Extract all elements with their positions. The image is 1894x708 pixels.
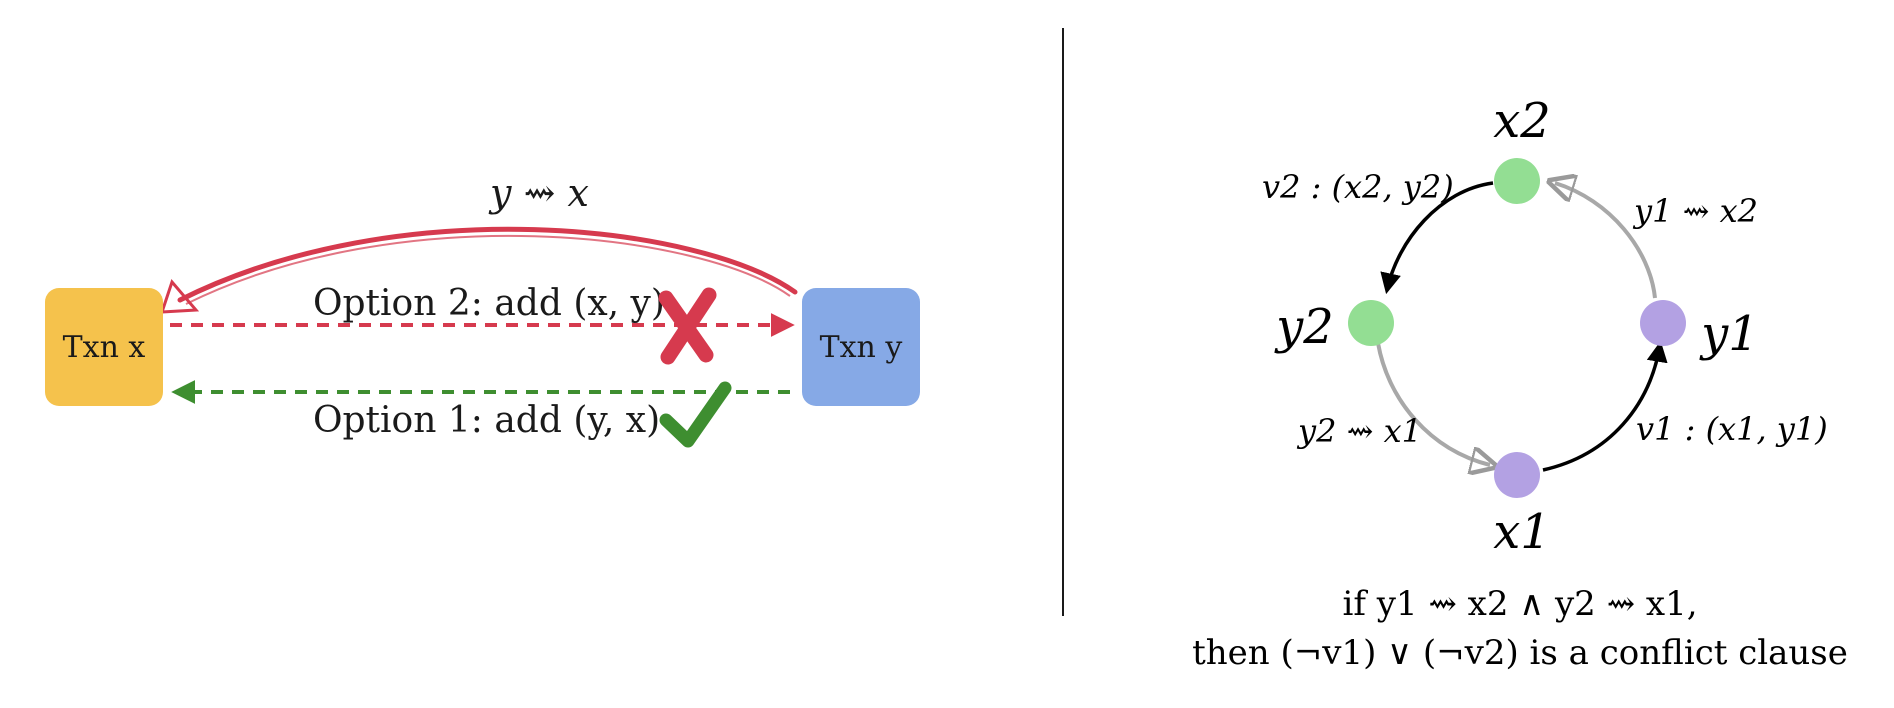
edge-y1-to-x2 [1555,183,1657,299]
node-y2-label: y2 [1274,299,1334,355]
node-y2 [1348,300,1394,346]
option2-label: Option 2: add (x, y) [313,283,665,324]
txn-x-label: Txn x [63,330,146,365]
edge-label-v1: v1 : (x1, y1) [1636,410,1828,448]
edge-label-y1-x2: y1 ⇝ x2 [1632,192,1758,230]
cross-icon [658,287,717,365]
conflict-arc [159,226,798,314]
edge-y2-to-x1 [1376,342,1490,465]
node-x1 [1494,452,1540,498]
edge-v1 [1542,340,1668,472]
node-y1 [1640,300,1686,346]
option1-label: Option 1: add (y, x) [313,400,660,441]
check-icon [659,381,732,448]
edge-label-y2-x1: y2 ⇝ x1 [1296,412,1422,450]
arc-arrowhead-icon [159,279,200,314]
arc-label: y ⇝ x [488,171,589,215]
node-x1-label: x1 [1493,504,1551,560]
txn-y-box [802,288,920,406]
edge-v2 [1380,181,1494,295]
node-x2-label: x2 [1493,93,1551,149]
txn-y-label: Txn y [820,330,903,365]
edge-label-v2: v2 : (x2, y2) [1262,168,1454,206]
caption-line1: if y1 ⇝ x2 ∧ y2 ⇝ x1, [1342,584,1697,624]
caption-line2: then (¬v1) ∨ (¬v2) is a conflict clause [1192,633,1848,673]
txn-x-box [45,288,163,406]
node-y1-label: y1 [1699,306,1759,362]
node-x2 [1494,158,1540,204]
